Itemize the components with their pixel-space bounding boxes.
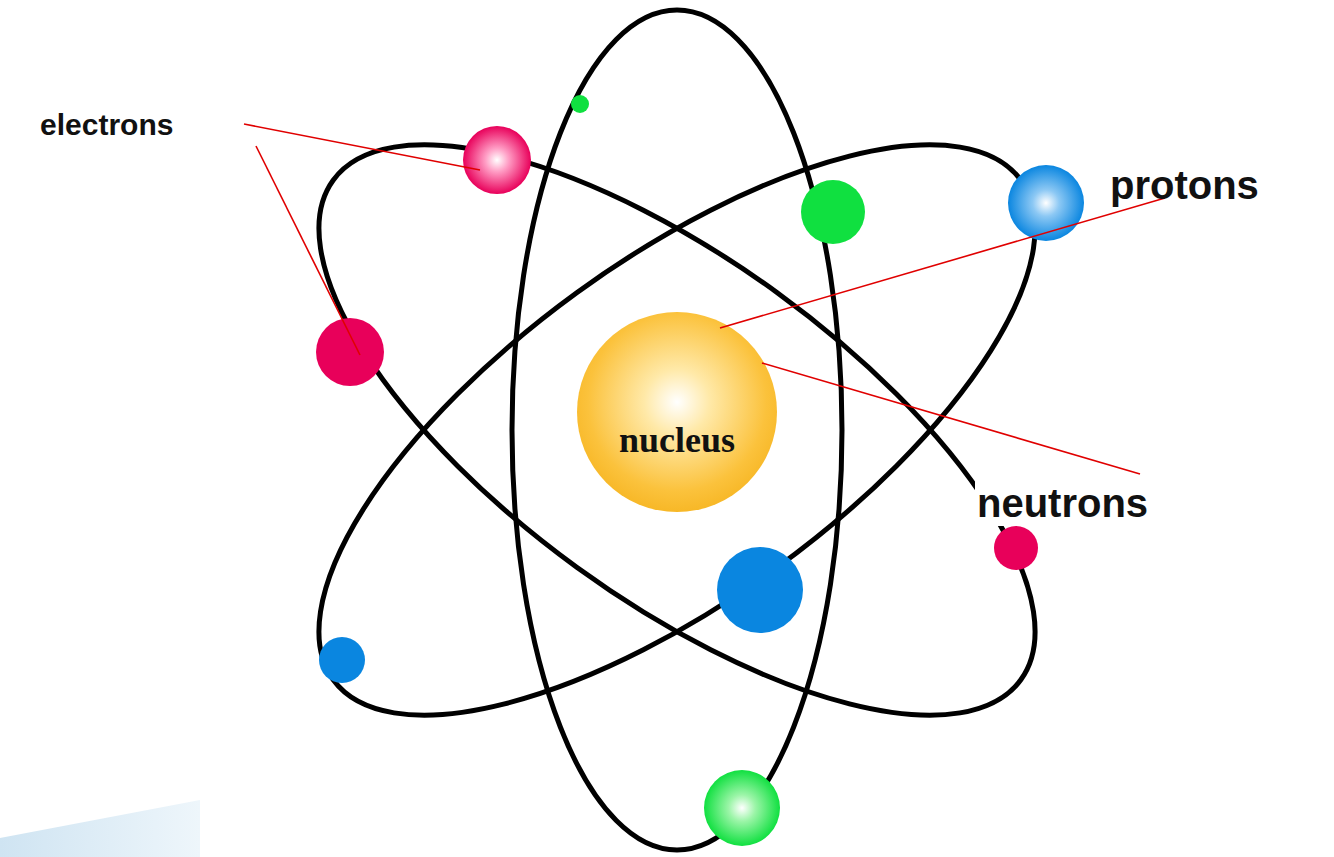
leader-line	[244, 124, 480, 170]
electron-ball	[463, 126, 531, 194]
particle-ball	[571, 95, 589, 113]
orbit	[233, 43, 1121, 818]
particle-ball	[801, 180, 865, 244]
particle-ball	[319, 637, 365, 683]
electron-ball	[994, 526, 1038, 570]
leader-line	[256, 146, 360, 355]
part-label: electrons	[40, 108, 173, 143]
part-label: neutrons	[975, 480, 1150, 526]
nucleus-circle: nucleus	[577, 312, 777, 512]
node-label: nucleus	[619, 419, 735, 461]
orbit	[233, 43, 1121, 818]
particles	[316, 95, 1084, 846]
particle-ball	[704, 770, 780, 846]
orbit	[512, 10, 842, 850]
orbits	[233, 10, 1121, 850]
leader-line	[762, 363, 1140, 474]
part-label: protons	[1110, 162, 1259, 208]
particle-ball	[1008, 165, 1084, 241]
corner-decoration	[0, 800, 200, 857]
electron-ball	[316, 318, 384, 386]
leader-line	[720, 198, 1165, 328]
particle-ball	[717, 547, 803, 633]
